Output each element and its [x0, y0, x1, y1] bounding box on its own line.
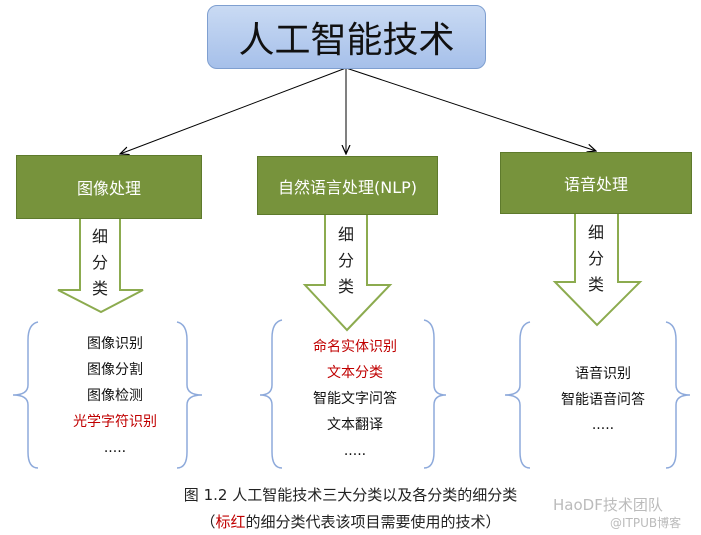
- subcategory-item: 图像识别: [87, 336, 143, 352]
- brace-left-3: [504, 321, 531, 469]
- hollow-arrow-2: [302, 213, 393, 332]
- subcategory-item: .....: [591, 417, 615, 433]
- subcategory-item: 智能语音问答: [561, 392, 645, 408]
- caption-line-2: （标红的细分类代表该项目需要使用的技术）: [200, 513, 501, 531]
- brace-left-1: [12, 321, 39, 469]
- watermark-source: @ITPUB博客: [610, 516, 682, 530]
- subdivide-label-2: 细分类: [337, 225, 354, 296]
- subdivide-label-1: 细分类: [91, 227, 108, 298]
- brace-right-1: [176, 321, 203, 469]
- subcategory-item: 文本分类: [327, 365, 383, 381]
- subcategory-item: 文本翻译: [327, 417, 383, 433]
- arrow-to-speech: [345, 67, 596, 151]
- category-image-processing: 图像处理: [16, 155, 202, 219]
- subcategory-item: 图像检测: [87, 388, 143, 404]
- subcategory-item: 图像分割: [87, 362, 143, 378]
- subcategory-item: 光学字符识别: [73, 414, 157, 430]
- category-speech: 语音处理: [500, 152, 692, 214]
- subcategory-item: .....: [103, 440, 127, 456]
- subcategory-item: 命名实体识别: [313, 339, 397, 355]
- subcategory-item: 语音识别: [575, 366, 631, 382]
- brace-right-3: [665, 321, 691, 469]
- subdivide-label-3: 细分类: [587, 223, 604, 294]
- arrow-to-image: [120, 67, 347, 154]
- root-node: 人工智能技术: [207, 5, 486, 69]
- hollow-arrow-3: [552, 212, 643, 327]
- caption-line-1: 图 1.2 人工智能技术三大分类以及各分类的细分类: [183, 486, 518, 504]
- subcategory-item: .....: [343, 443, 367, 459]
- category-nlp: 自然语言处理(NLP): [257, 156, 438, 215]
- brace-left-2: [259, 319, 283, 469]
- brace-right-2: [423, 319, 447, 469]
- hollow-arrow-1: [57, 217, 144, 314]
- watermark-brand: HaoDF技术团队: [553, 496, 663, 514]
- subcategory-item: 智能文字问答: [313, 391, 397, 407]
